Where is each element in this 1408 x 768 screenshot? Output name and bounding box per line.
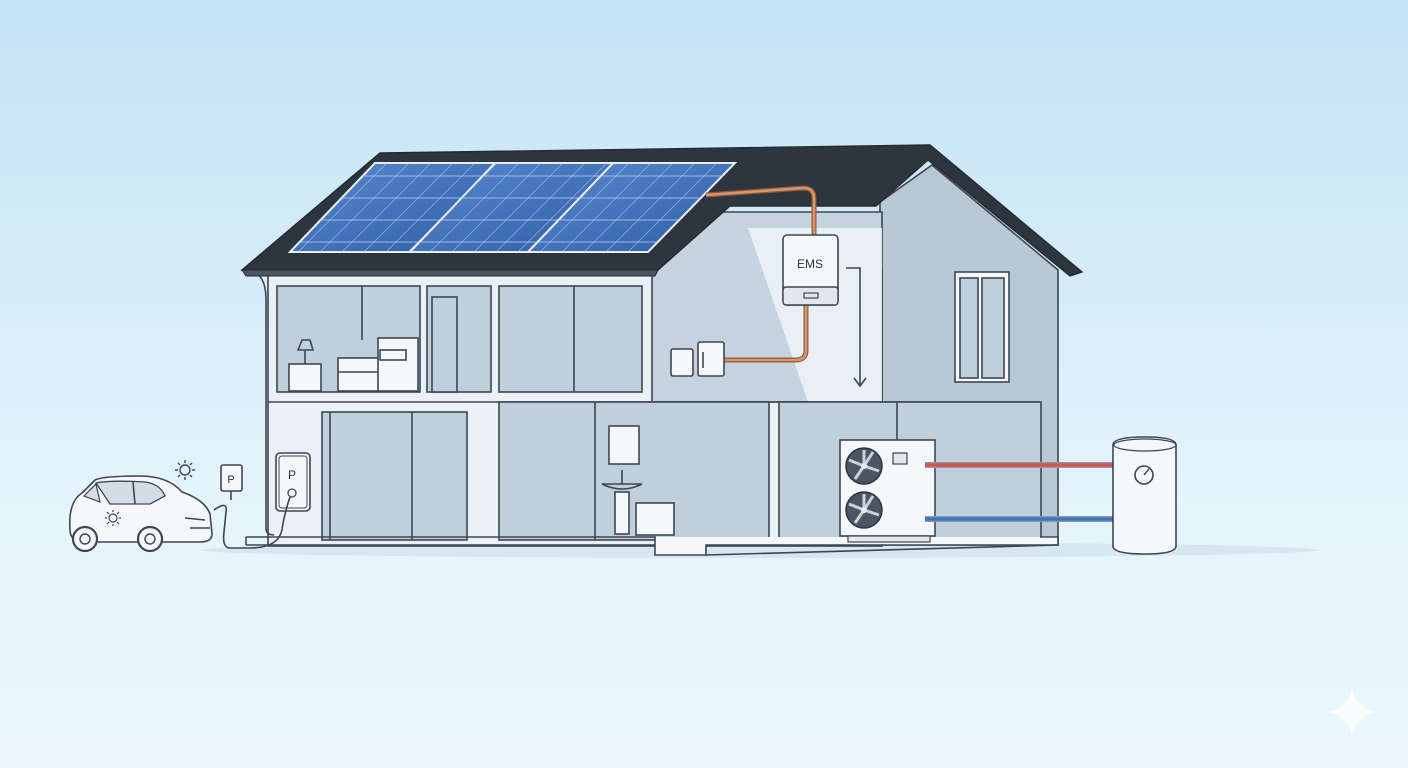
fan-icon <box>845 447 883 485</box>
upper-room-right <box>498 285 643 393</box>
lamp-icon <box>288 339 322 392</box>
fan-icon <box>845 491 883 529</box>
bed-icon <box>337 337 419 392</box>
electric-car[interactable] <box>68 475 213 553</box>
gable-window <box>954 271 1010 383</box>
car-wheel <box>71 525 99 553</box>
sun-icon <box>175 460 195 480</box>
car-wheel <box>136 525 164 553</box>
light-beam <box>748 228 882 402</box>
solar-array <box>287 162 738 253</box>
wallbox-charger[interactable]: P <box>275 452 311 512</box>
sparkle-icon <box>1328 688 1376 736</box>
bathroom <box>498 401 770 541</box>
sink-icon <box>601 425 643 535</box>
sun-icon <box>105 510 121 526</box>
garage <box>321 411 468 541</box>
wallbox-label: P <box>288 468 296 482</box>
upper-window <box>431 296 458 393</box>
charge-sign-label: P <box>227 474 234 486</box>
gauge-icon <box>1134 465 1154 485</box>
solar-panel-3 <box>525 162 738 253</box>
house <box>240 144 1084 556</box>
charging-point-sign: P <box>220 464 243 500</box>
downpipe <box>256 273 275 536</box>
hot-water-tank[interactable] <box>1112 436 1177 555</box>
signal-arrow <box>846 267 867 388</box>
heat-pump[interactable] <box>839 439 936 543</box>
electricity-meter <box>670 341 725 377</box>
ems-unit[interactable]: EMS <box>782 234 839 306</box>
charge-cable <box>213 496 291 549</box>
laundry-box <box>635 502 675 536</box>
ems-label: EMS <box>797 257 823 271</box>
roof-eave <box>241 269 659 277</box>
